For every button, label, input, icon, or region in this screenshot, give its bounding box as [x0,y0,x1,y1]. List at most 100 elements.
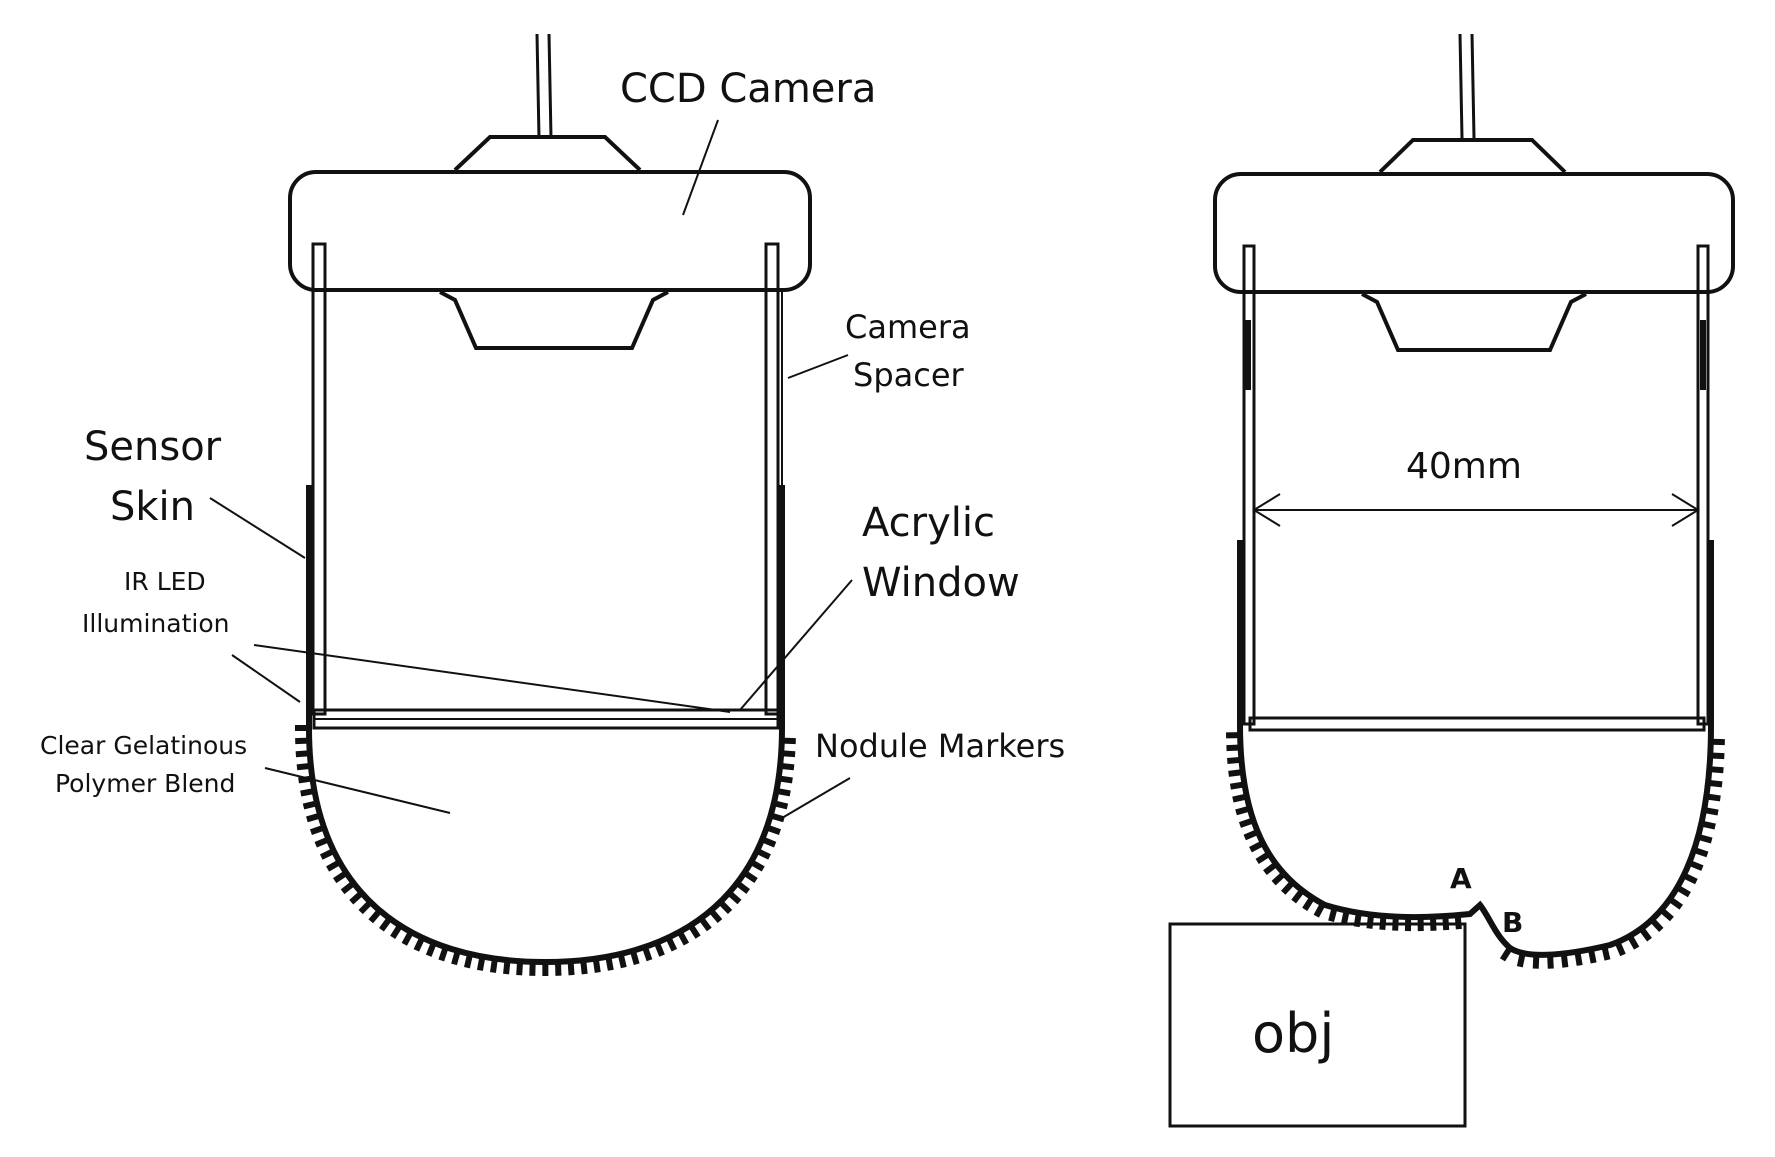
nodule-marker [1233,797,1247,800]
nodule-marker [1316,904,1323,916]
nodule-marker [711,910,720,921]
nodule-marker [1677,888,1689,895]
nodule-marker [1564,953,1566,967]
nodule-marker [441,947,445,960]
nodule-marker [371,911,380,922]
left-sensor-skin-dome [309,715,782,962]
nodule-marker [657,943,662,956]
label-ir-led-line2: Illumination [82,609,229,638]
label-camera-spacer-line1: Camera [845,308,971,346]
nodule-marker [1704,810,1718,812]
nodule-marker [519,961,520,975]
right-nodule-markers [1226,728,1725,969]
nodule-marker [1684,875,1697,881]
nodule-marker [774,803,788,806]
left-camera-body [290,172,810,290]
right-camera-lens [1362,294,1586,350]
label-acrylic-window-line2: Window [862,560,1020,606]
right-camera-top-bump [1380,140,1565,172]
nodule-marker [596,959,598,973]
nodule-marker [1689,863,1702,868]
nodule-marker [608,956,611,970]
label-sensor-skin-line2: Skin [110,484,195,530]
nodule-marker [720,902,730,912]
nodule-marker [1706,797,1720,799]
nodule-marker [1694,850,1707,854]
nodule-marker [296,753,310,754]
nodule-marker [767,828,780,833]
nodule-marker [781,753,795,754]
right-acrylic-window [1250,718,1704,730]
nodule-marker [404,932,411,944]
nodule-marker [1661,910,1672,919]
nodule-marker [1604,946,1607,960]
nodule-marker [1305,898,1313,910]
label-ir-led-line1: IR LED [124,567,206,596]
nodule-marker [1369,915,1371,929]
label-nodule-markers: Nodule Markers [815,727,1065,765]
nodule-marker [393,926,400,938]
label-polymer-line1: Clear Gelatinous [40,731,247,760]
nodule-marker [737,883,748,892]
label-point-b: B [1502,906,1523,939]
nodule-marker [301,791,315,794]
nodule-marker [307,815,320,819]
nodule-marker [429,943,434,956]
nodule-marker [1226,747,1240,748]
nodule-marker [680,932,687,944]
label-camera-spacer-line2: Spacer [853,356,965,394]
nodule-marker [1577,952,1579,966]
nodule-marker [1520,953,1523,967]
nodule-marker [1630,936,1637,948]
nodule-marker [1229,772,1243,774]
label-object: obj [1252,1002,1334,1065]
left-camera-cable [537,34,551,138]
nodule-marker [729,893,739,902]
label-polymer-line2: Polymer Blend [55,769,235,798]
label-ccd-camera: CCD Camera [620,66,876,112]
left-camera-spacer-left [313,244,325,714]
nodule-marker [1257,854,1269,861]
nodule-marker [668,938,674,951]
left-nodule-markers [295,728,796,976]
nodule-marker [303,803,317,806]
left-camera-top-bump [455,137,640,170]
nodule-marker [751,862,763,869]
nodule-marker [1591,949,1594,963]
dimension-40mm [1254,494,1698,526]
nodule-marker [361,902,371,912]
right-camera-spacer-right [1698,246,1708,724]
left-camera-spacer-right [766,244,778,714]
nodule-marker [1230,784,1244,786]
nodule-marker [1344,911,1347,925]
nodule-marker [1709,769,1723,770]
nodule-marker [1702,824,1716,827]
nodule-marker [1240,820,1253,825]
nodule-marker [467,954,470,968]
right-camera-body [1215,174,1733,292]
nodule-marker [454,951,458,964]
nodule-marker [343,883,354,892]
nodule-marker [1294,890,1303,901]
label-acrylic-window-line1: Acrylic [862,500,995,546]
nodule-marker [1236,809,1249,813]
nodule-marker [1710,755,1724,756]
label-point-a: A [1450,862,1472,895]
nodule-marker [1274,874,1284,883]
nodule-marker [1458,915,1459,929]
left-camera-lens [440,292,668,348]
label-dimension: 40mm [1406,446,1522,487]
nodule-marker [701,918,709,929]
nodule-marker [1652,920,1662,930]
label-sensor-skin-line1: Sensor [84,424,222,470]
nodule-marker [506,960,507,974]
nodule-marker [335,873,347,881]
nodule-marker [297,766,311,767]
nodule-marker [1250,843,1262,849]
right-camera-cable [1460,34,1474,138]
nodule-marker [321,851,334,857]
nodule-marker [316,839,329,844]
nodule-marker [621,954,624,968]
